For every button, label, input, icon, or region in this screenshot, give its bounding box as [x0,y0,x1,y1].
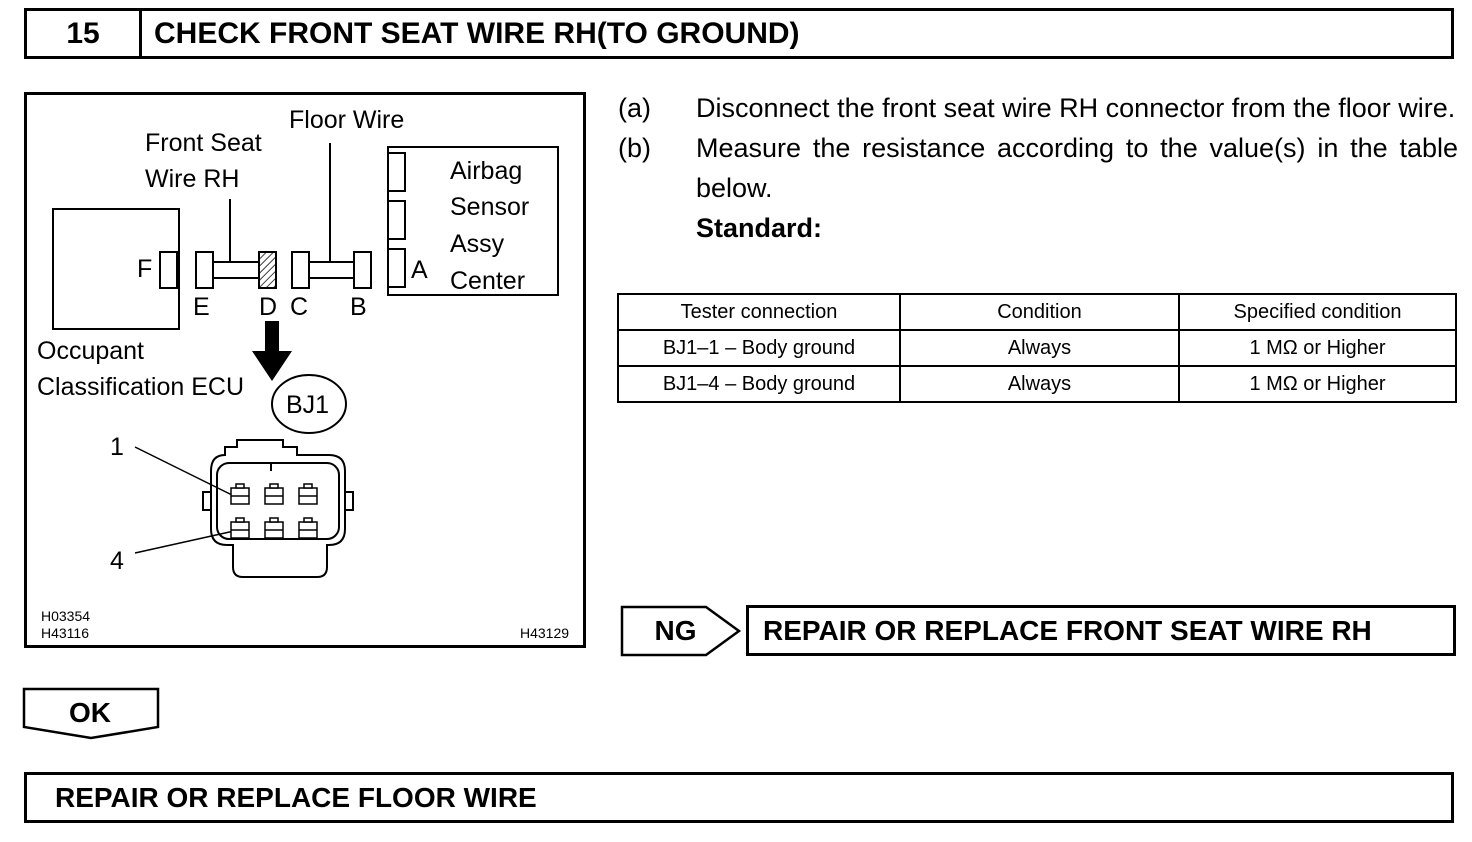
connector-d [258,251,277,289]
label-c: C [290,293,308,321]
procedure-steps: (a) Disconnect the front seat wire RH co… [618,88,1458,248]
figure-code-3: H43129 [520,625,569,641]
label-airbag-1: Airbag [450,157,522,185]
label-b: B [350,293,367,321]
connector-pins [230,483,318,539]
label-airbag-2: Sensor [450,193,529,221]
step-a-label: (a) [618,93,651,123]
ng-arrow-shape [620,605,742,657]
down-arrow-icon [252,321,292,381]
figure-code-2: H43116 [41,625,89,641]
ng-label: NG [654,615,697,646]
step-a-text: Disconnect the front seat wire RH connec… [696,93,1456,123]
label-airbag-4: Center [450,267,525,295]
specification-table: Tester connection Condition Specified co… [617,293,1457,403]
table-header: Specified condition [1178,293,1457,331]
step-b-text: Measure the resistance according to the … [696,133,1458,203]
label-f: F [137,255,152,283]
table-cell: Always [899,365,1180,403]
table-header: Condition [899,293,1180,331]
table-cell: 1 MΩ or Higher [1178,365,1457,403]
wiring-diagram: Floor Wire Front Seat Wire RH Airbag Sen… [37,106,569,641]
ng-action-box: REPAIR OR REPLACE FRONT SEAT WIRE RH [746,605,1456,656]
label-d: D [259,293,277,321]
table-row: BJ1–4 – Body ground Always 1 MΩ or Highe… [617,365,1457,403]
step-number: 15 [27,11,142,56]
ecu-box [52,208,180,330]
step-title: CHECK FRONT SEAT WIRE RH(TO GROUND) [154,16,800,50]
ok-label: OK [69,697,111,728]
table-row: BJ1–1 – Body ground Always 1 MΩ or Highe… [617,329,1457,367]
label-pin-1: 1 [110,433,124,461]
label-ecu-2: Classification ECU [37,373,244,401]
connector-b [353,251,372,289]
label-floor-wire: Floor Wire [289,106,404,134]
label-ecu-1: Occupant [37,337,144,365]
wiring-diagram-figure: Floor Wire Front Seat Wire RH Airbag Sen… [24,92,586,648]
table-header: Tester connection [617,293,901,331]
connector-e [195,251,214,289]
label-front-seat-2: Wire RH [145,165,239,193]
table-cell: BJ1–1 – Body ground [617,329,901,367]
ok-arrow-shape [22,687,160,740]
table-header-row: Tester connection Condition Specified co… [617,293,1457,331]
label-a: A [411,256,428,284]
table-cell: Always [899,329,1180,367]
ok-action-box: REPAIR OR REPLACE FLOOR WIRE [24,772,1454,823]
figure-code-1: H03354 [41,608,90,624]
standard-label: Standard: [696,213,823,243]
connector-c [291,251,310,289]
step-a: (a) Disconnect the front seat wire RH co… [618,88,1458,128]
connector-callout-circle [271,374,347,434]
table-cell: 1 MΩ or Higher [1178,329,1457,367]
label-connector-bj1: BJ1 [286,391,329,419]
connector-f [159,251,178,289]
step-header: 15 CHECK FRONT SEAT WIRE RH(TO GROUND) [24,8,1454,59]
table-cell: BJ1–4 – Body ground [617,365,901,403]
connector-a [387,248,406,288]
connector-bj1-body [210,439,346,578]
label-pin-4: 4 [110,547,124,575]
label-e: E [193,293,210,321]
label-airbag-3: Assy [450,230,505,258]
label-front-seat-1: Front Seat [145,129,262,157]
step-b: (b) Measure the resistance according to … [618,128,1458,208]
step-b-label: (b) [618,133,651,163]
